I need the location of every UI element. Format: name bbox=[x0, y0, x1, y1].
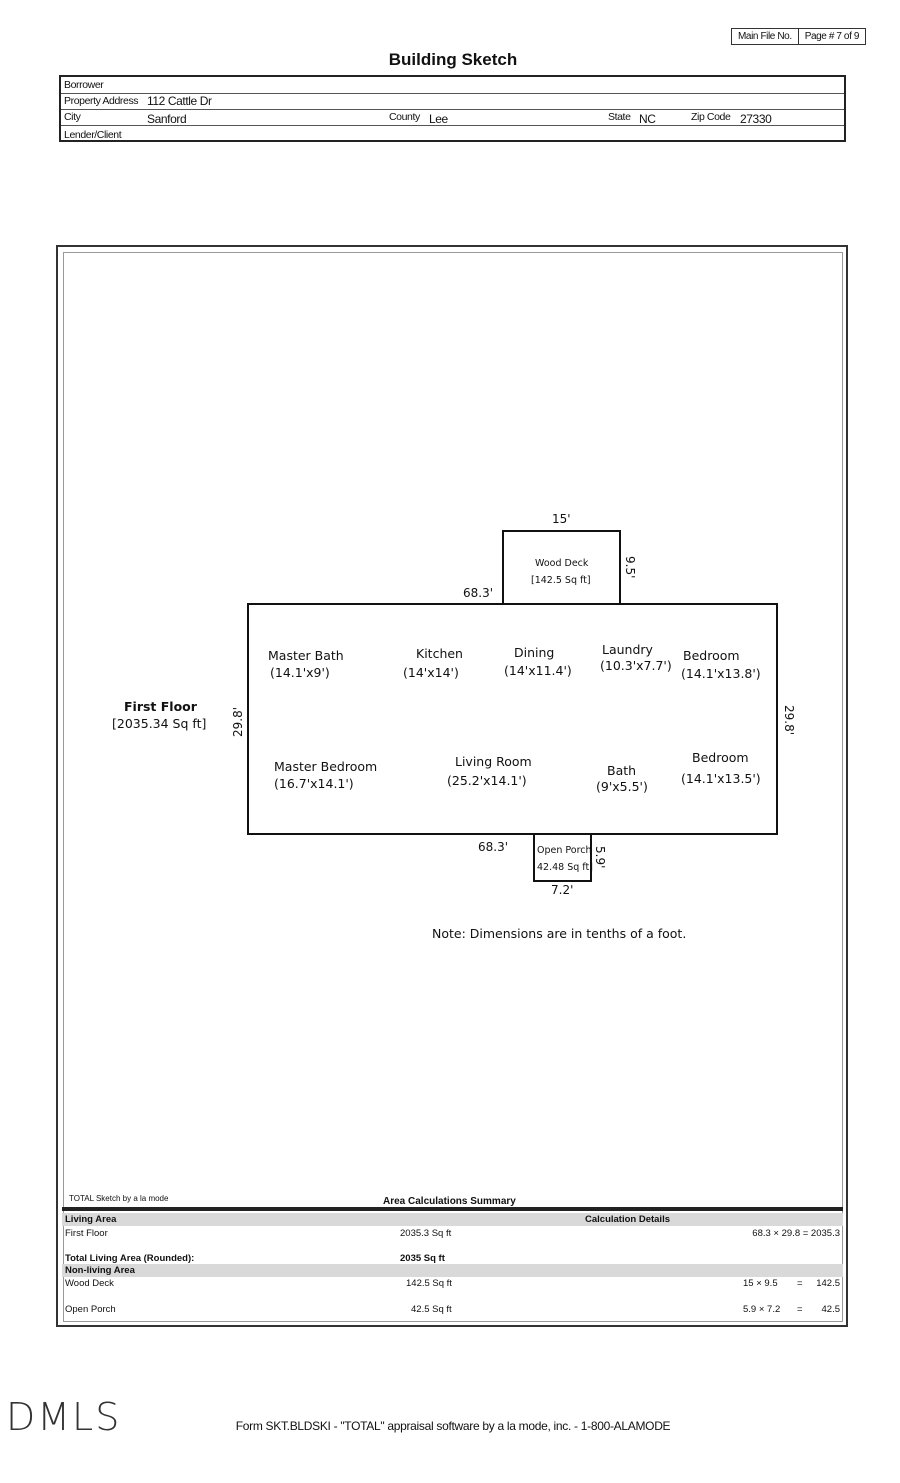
wood-deck-outline bbox=[502, 530, 621, 605]
room-master-bedroom-dim: (16.7'x14.1') bbox=[274, 776, 354, 791]
county-label: County bbox=[389, 111, 420, 123]
bottom-dim: 68.3' bbox=[478, 840, 509, 854]
zip-label: Zip Code bbox=[691, 111, 731, 123]
address-row: Property Address 112 Cattle Dr bbox=[61, 93, 844, 110]
porch-label: Open Porch bbox=[537, 845, 592, 856]
row-calc-a: 5.9 × 7.2 bbox=[743, 1304, 781, 1315]
porch-area: 42.48 Sq ft] bbox=[537, 862, 593, 873]
row-calc-b: 42.5 bbox=[821, 1304, 841, 1315]
row-calc-eq: = bbox=[797, 1278, 803, 1289]
left-dim: 29.8' bbox=[231, 706, 245, 737]
zip-value: 27330 bbox=[740, 112, 772, 126]
nonliving-label: Non-living Area bbox=[65, 1265, 135, 1276]
room-bedroom-1: Bedroom bbox=[683, 648, 740, 663]
summary-title: Area Calculations Summary bbox=[383, 1196, 516, 1207]
deck-label: Wood Deck bbox=[535, 558, 589, 569]
lender-label: Lender/Client bbox=[64, 129, 122, 141]
nonliving-header: Non-living Area bbox=[62, 1264, 843, 1277]
summary-divider bbox=[62, 1207, 843, 1211]
room-bath: Bath bbox=[607, 763, 637, 778]
floor-plan-drawing bbox=[247, 530, 778, 882]
right-dim: 29.8' bbox=[782, 705, 796, 736]
room-bath-dim: (9'x5.5') bbox=[596, 779, 648, 794]
room-kitchen-dim: (14'x14') bbox=[403, 665, 459, 680]
city-label: City bbox=[64, 111, 81, 123]
porch-depth-dim: 5.9' bbox=[593, 846, 607, 869]
row-area: 42.5 Sq ft bbox=[411, 1304, 452, 1315]
calc-details-label: Calculation Details bbox=[585, 1214, 670, 1225]
room-master-bedroom: Master Bedroom bbox=[274, 759, 378, 774]
total-row: Total Living Area (Rounded): 2035 Sq ft bbox=[62, 1252, 843, 1265]
row-calc: 68.3 × 29.8 = 2035.3 bbox=[752, 1228, 840, 1239]
dimension-note: Note: Dimensions are in tenths of a foot… bbox=[432, 926, 687, 941]
room-bedroom-2: Bedroom bbox=[692, 750, 749, 765]
total-label: Total Living Area (Rounded): bbox=[65, 1253, 195, 1264]
sketch-inner-border bbox=[63, 252, 843, 1322]
living-area-header: Living Area Calculation Details bbox=[62, 1213, 843, 1226]
lender-row: Lender/Client bbox=[61, 127, 844, 143]
row-calc-a: 15 × 9.5 bbox=[743, 1278, 778, 1289]
file-number-box: Main File No. Page # 7 of 9 bbox=[731, 28, 867, 45]
city-row: City Sanford County Lee State NC Zip Cod… bbox=[61, 109, 844, 126]
address-label: Property Address bbox=[64, 95, 139, 107]
room-dining: Dining bbox=[514, 645, 555, 660]
floor-title: First Floor bbox=[124, 699, 197, 714]
state-value: NC bbox=[639, 112, 656, 126]
state-label: State bbox=[608, 111, 631, 123]
row-area: 2035.3 Sq ft bbox=[400, 1228, 452, 1239]
property-header: Borrower Property Address 112 Cattle Dr … bbox=[59, 75, 846, 142]
top-dim: 68.3' bbox=[463, 586, 494, 600]
room-bedroom-2-dim: (14.1'x13.5') bbox=[681, 771, 761, 786]
county-value: Lee bbox=[429, 112, 448, 126]
room-living-room: Living Room bbox=[455, 754, 532, 769]
deck-width-dim: 15' bbox=[552, 512, 571, 526]
sketch-frame bbox=[56, 245, 848, 1327]
room-laundry-dim: (10.3'x7.7') bbox=[600, 658, 672, 673]
sketch-credit: TOTAL Sketch by a la mode bbox=[69, 1194, 169, 1203]
address-value: 112 Cattle Dr bbox=[147, 94, 212, 108]
total-value: 2035 Sq ft bbox=[400, 1253, 445, 1264]
open-porch-outline bbox=[533, 833, 592, 882]
room-living-room-dim: (25.2'x14.1') bbox=[447, 773, 527, 788]
room-master-bath-dim: (14.1'x9') bbox=[270, 665, 330, 680]
row-name: Wood Deck bbox=[65, 1278, 114, 1289]
table-row: Open Porch 42.5 Sq ft 5.9 × 7.2 = 42.5 bbox=[62, 1303, 843, 1316]
borrower-label: Borrower bbox=[64, 79, 104, 91]
room-bedroom-1-dim: (14.1'x13.8') bbox=[681, 666, 761, 681]
room-kitchen: Kitchen bbox=[416, 646, 463, 661]
first-floor-outline bbox=[247, 603, 778, 835]
row-calc-b: 142.5 bbox=[816, 1278, 840, 1289]
page-title: Building Sketch bbox=[388, 50, 518, 69]
row-name: Open Porch bbox=[65, 1304, 116, 1315]
table-row: First Floor 2035.3 Sq ft 68.3 × 29.8 = 2… bbox=[62, 1227, 843, 1240]
row-area: 142.5 Sq ft bbox=[406, 1278, 452, 1289]
room-master-bath: Master Bath bbox=[268, 648, 344, 663]
table-row: Wood Deck 142.5 Sq ft 15 × 9.5 = 142.5 bbox=[62, 1277, 843, 1290]
dmls-logo: DMLS bbox=[6, 1395, 122, 1439]
row-calc-eq: = bbox=[797, 1304, 803, 1315]
deck-area: [142.5 Sq ft] bbox=[531, 575, 591, 586]
borrower-row: Borrower bbox=[61, 77, 844, 94]
living-area-label: Living Area bbox=[65, 1214, 117, 1225]
room-dining-dim: (14'x11.4') bbox=[504, 663, 572, 678]
porch-width-dim: 7.2' bbox=[551, 883, 574, 897]
city-value: Sanford bbox=[147, 112, 187, 126]
floor-area: [2035.34 Sq ft] bbox=[112, 716, 207, 731]
main-file-label: Main File No. bbox=[738, 31, 792, 42]
row-name: First Floor bbox=[65, 1228, 108, 1239]
form-footer: Form SKT.BLDSKI - "TOTAL" appraisal soft… bbox=[235, 1419, 671, 1433]
deck-depth-dim: 9.5' bbox=[623, 556, 637, 579]
page-number: Page # 7 of 9 bbox=[797, 29, 865, 44]
room-laundry: Laundry bbox=[602, 642, 653, 657]
